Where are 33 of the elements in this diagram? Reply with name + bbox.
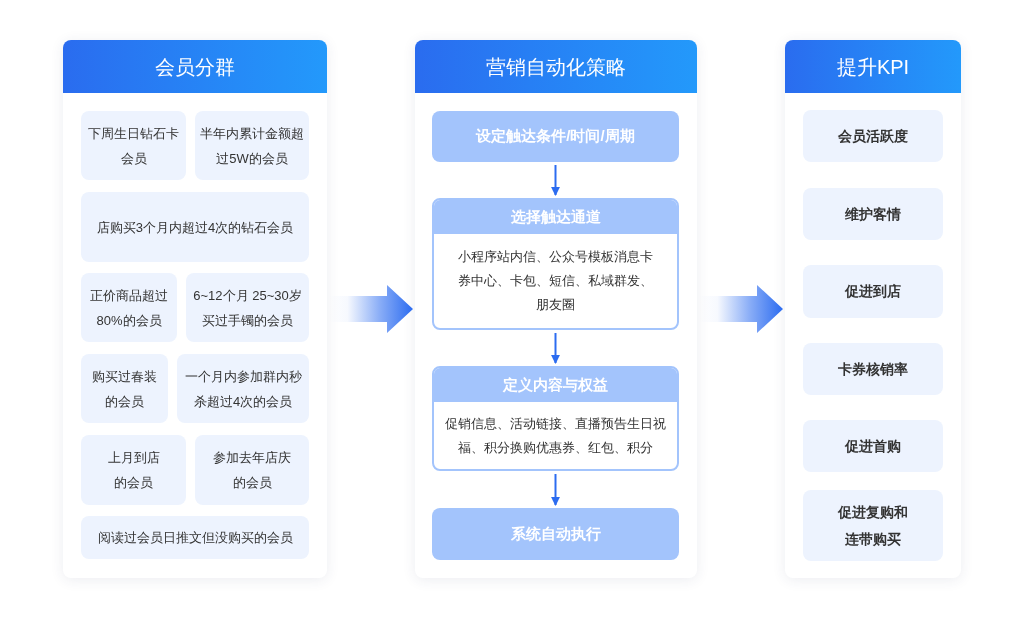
panel-header: 会员分群 [63, 40, 327, 93]
step-card [432, 366, 679, 471]
panel-card [785, 40, 961, 578]
step-text: 促销信息、活动链接、直播预告生日祝福、积分换购优惠券、红包、积分 [444, 415, 667, 457]
segment-tile: 半年内累计金额超过5W的会员 [195, 111, 309, 180]
step-box: 设定触达条件/时间/周期 [432, 111, 679, 162]
kpi-tile: 会员活跃度 [803, 110, 943, 162]
segment-tile: 阅读过会员日推文但没购买的会员 [81, 516, 309, 559]
panel-card [63, 40, 327, 578]
kpi-tile: 维护客情 [803, 188, 943, 240]
step-box: 系统自动执行 [432, 508, 679, 560]
panel-card [415, 40, 697, 578]
segment-tile: 6~12个月 25~30岁买过手镯的会员 [186, 273, 309, 342]
kpi-tile: 促进到店 [803, 265, 943, 318]
step-header: 选择触达通道 [434, 200, 677, 234]
step-header: 定义内容与权益 [434, 368, 677, 402]
step-text: 小程序站内信、公众号模板消息卡券中心、卡包、短信、私域群发、朋友圈 [457, 249, 654, 314]
panel-header: 提升KPI [785, 40, 961, 93]
segment-tile: 一个月内参加群内秒杀超过4次的会员 [177, 354, 309, 423]
kpi-tile: 促进复购和连带购买 [803, 490, 943, 561]
segment-tile: 正价商品超过80%的会员 [81, 273, 177, 342]
segment-tile: 店购买3个月内超过4次的钻石会员 [81, 192, 309, 262]
kpi-tile: 促进首购 [803, 420, 943, 472]
segment-tile: 下周生日钻石卡会员 [81, 111, 186, 180]
segment-tile: 上月到店的会员 [81, 435, 186, 505]
kpi-tile: 卡券核销率 [803, 343, 943, 395]
arrow [551, 473, 560, 506]
segment-tile: 参加去年店庆的会员 [195, 435, 309, 505]
arrow [551, 332, 560, 364]
arrow [551, 164, 560, 196]
segment-tile: 购买过春装的会员 [81, 354, 168, 423]
panel-header: 营销自动化策略 [415, 40, 697, 93]
step-card [432, 198, 679, 330]
